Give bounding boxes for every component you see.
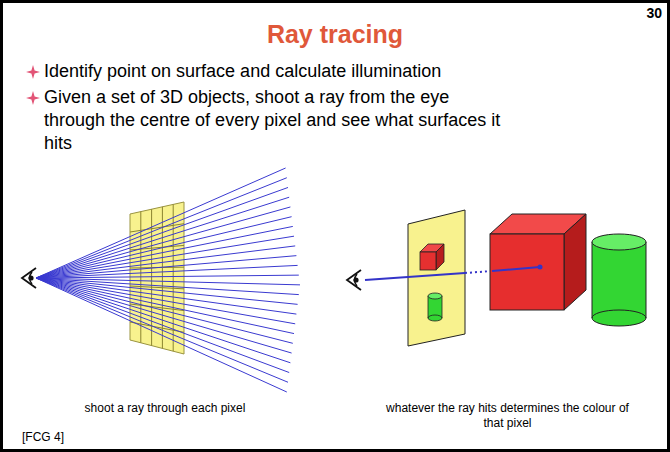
pixel-grid-figure bbox=[22, 168, 300, 392]
slide-title: Ray tracing bbox=[0, 20, 670, 49]
reference-note: [FCG 4] bbox=[22, 430, 64, 445]
eye-symbol bbox=[347, 270, 361, 290]
bullet-star bbox=[26, 91, 40, 105]
bullet-text: Identify point on surface and calculate … bbox=[44, 60, 634, 83]
figure-caption: whatever the ray hits determines the col… bbox=[375, 401, 640, 431]
bullet-star bbox=[26, 65, 40, 79]
slide-number: 30 bbox=[646, 5, 662, 21]
figure-caption: shoot a ray through each pixel bbox=[40, 401, 290, 416]
bullet-text: Given a set of 3D objects, shoot a ray f… bbox=[44, 86, 514, 155]
ray-hit-figure bbox=[347, 210, 646, 346]
eye-symbol bbox=[22, 268, 36, 288]
